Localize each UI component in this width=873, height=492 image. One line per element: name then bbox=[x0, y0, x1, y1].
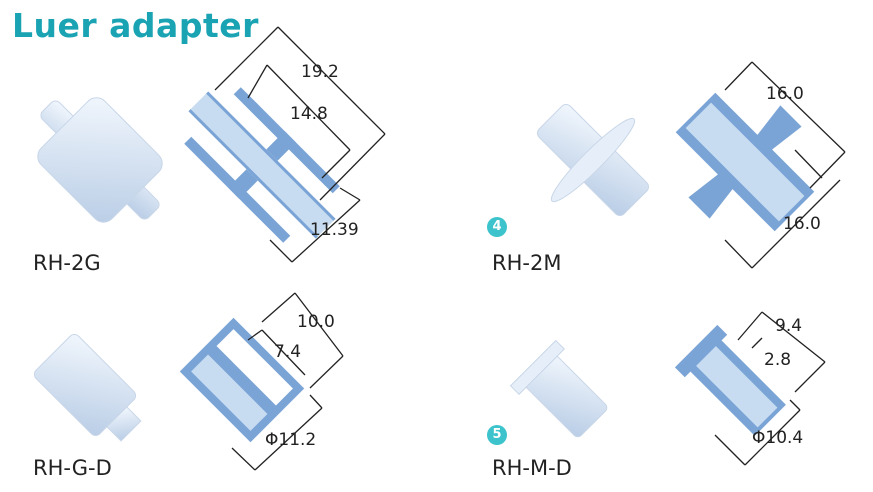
badge-number: 5 bbox=[487, 425, 507, 445]
product-label-rh-2g: RH-2G bbox=[33, 251, 101, 275]
rh-2m-dimension-lines bbox=[724, 61, 846, 269]
rh-2m-section bbox=[675, 92, 815, 232]
dimension-label: 16.0 bbox=[766, 84, 804, 104]
rh-m-d-render bbox=[509, 339, 608, 438]
product-label-rh-2m: RH-2M bbox=[492, 251, 562, 275]
dimension-label: 16.0 bbox=[783, 214, 821, 234]
rh-g-d-dimension-lines bbox=[231, 292, 344, 471]
dimension-label: 7.4 bbox=[274, 342, 302, 362]
dimension-label: 9.4 bbox=[775, 316, 803, 336]
rh-2m-render bbox=[537, 104, 649, 216]
rh-2g-section bbox=[184, 87, 340, 243]
dimension-label: 14.8 bbox=[290, 104, 328, 124]
rh-m-d-section bbox=[674, 324, 786, 436]
dimension-label: 10.0 bbox=[297, 312, 335, 332]
rh-g-d-section bbox=[179, 317, 305, 443]
dimension-label: 19.2 bbox=[301, 62, 339, 82]
dimension-label: 2.8 bbox=[764, 350, 792, 370]
dimension-label: 11.39 bbox=[310, 220, 359, 240]
dimension-label: Φ10.4 bbox=[752, 428, 804, 448]
rh-g-d-render bbox=[33, 333, 142, 442]
rh-2g-dimension-lines bbox=[214, 26, 386, 263]
dimension-label: Φ11.2 bbox=[265, 430, 317, 450]
product-label-rh-m-d: RH-M-D bbox=[492, 456, 572, 480]
product-label-rh-g-d: RH-G-D bbox=[33, 456, 112, 480]
rh-m-d-dimension-lines bbox=[714, 311, 826, 466]
badge-number: 4 bbox=[487, 217, 507, 237]
rh-2g-render bbox=[37, 97, 163, 223]
page-title: Luer adapter bbox=[12, 6, 259, 45]
